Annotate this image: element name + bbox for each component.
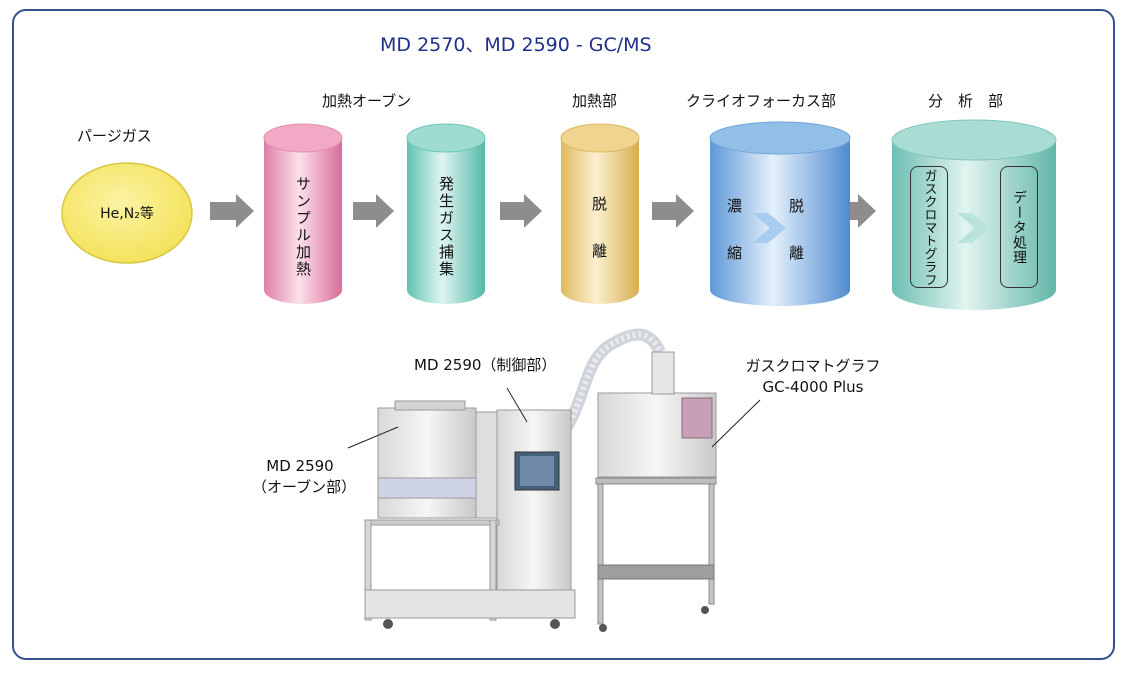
diagram-title: MD 2570、MD 2590 - GC/MS	[380, 34, 652, 56]
control-unit	[496, 409, 572, 597]
cylinder-analysis	[891, 119, 1057, 310]
leader-control	[506, 387, 528, 423]
cryo-text-desorb-1: 脱	[789, 197, 805, 215]
gc-box-label: ガスクロマトグラフ	[921, 168, 937, 286]
cryo-text-concentrate-2: 縮	[727, 244, 743, 262]
leader-gc	[711, 399, 761, 448]
cylinder-sample-heating	[263, 123, 343, 304]
arrow-2	[353, 194, 394, 228]
oven-unit-label-line1: MD 2590	[266, 457, 334, 475]
gc-label-line2: GC-4000 Plus	[762, 378, 864, 396]
gc-label-line1: ガスクロマトグラフ	[745, 357, 881, 375]
stage-heating-heading: 加熱部	[572, 92, 618, 110]
oven-unit-label-line2: （オーブン部）	[252, 478, 357, 496]
oven-unit	[377, 407, 477, 519]
cylinder-text-sample-heating: サンプル加熱	[294, 176, 312, 278]
control-unit-label: MD 2590（制御部）	[414, 356, 557, 374]
arrow-3	[500, 194, 542, 228]
transfer-hose	[560, 328, 666, 432]
purge-gas-heading: パージガス	[77, 127, 152, 145]
data-processing-box: データ処理	[1000, 166, 1038, 288]
cryo-text-desorb-2: 離	[789, 244, 805, 262]
data-processing-label: データ処理	[1011, 189, 1027, 265]
purge-gas-ellipse	[61, 162, 193, 264]
cylinder-gas-trap	[406, 123, 486, 304]
stage-cryo-heading: クライオフォーカス部	[686, 92, 837, 110]
stage-oven-heading: 加熱オーブン	[322, 92, 412, 110]
cylinder-text-gas-trap: 発生ガス捕集	[437, 176, 455, 278]
cylinder-text-desorb-2: 離	[592, 242, 608, 260]
cylinder-text-desorb-1: 脱	[592, 195, 608, 213]
arrow-1	[210, 194, 254, 228]
cylinder-cryofocus	[709, 121, 851, 306]
gc-box: ガスクロマトグラフ	[910, 166, 948, 288]
gc-keypad	[681, 397, 713, 439]
cryo-inner-chevron	[752, 213, 786, 243]
cryo-text-concentrate-1: 濃	[727, 197, 743, 215]
arrow-4	[652, 194, 694, 228]
equipment-photo	[364, 328, 717, 632]
leader-oven	[347, 426, 399, 449]
stage-analysis-heading: 分 析 部	[928, 92, 1004, 110]
cylinder-desorption	[560, 123, 640, 304]
purge-gas-label: He,N₂等	[100, 206, 154, 222]
analysis-inner-chevron	[957, 213, 990, 243]
